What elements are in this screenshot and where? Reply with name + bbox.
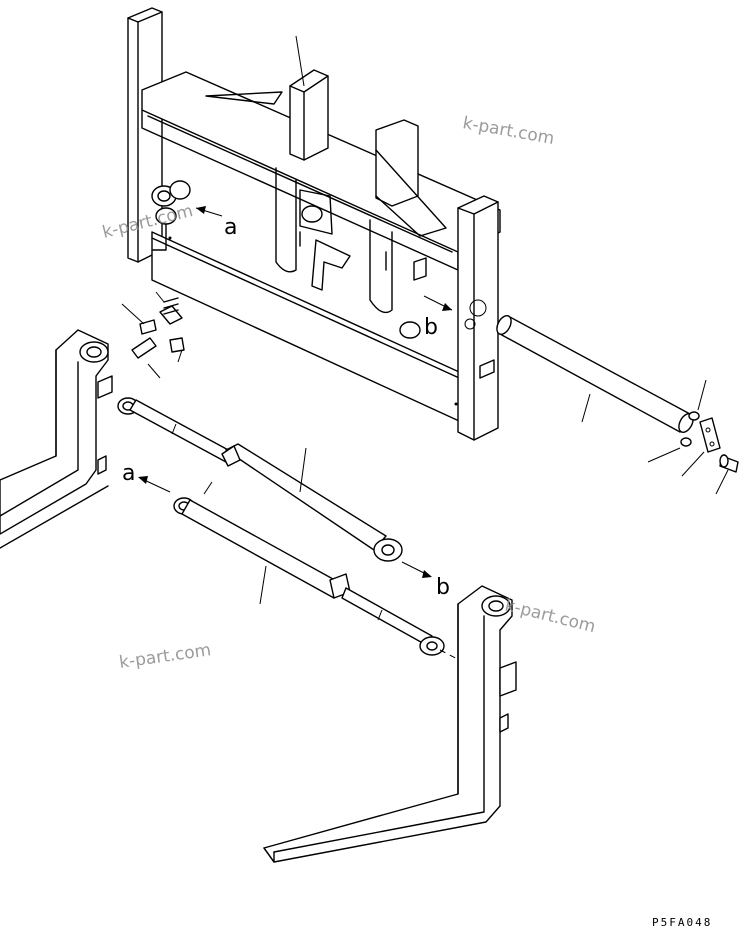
cylinder-lower bbox=[173, 481, 499, 681]
grease-fittings bbox=[121, 291, 185, 379]
watermark-1: k-part.com bbox=[461, 113, 556, 149]
carriage-frame bbox=[127, 7, 501, 441]
left-fork bbox=[0, 329, 113, 549]
callout-a-top: a bbox=[224, 215, 237, 240]
callout-a-bottom: a bbox=[122, 461, 135, 486]
right-fork bbox=[263, 585, 517, 863]
watermark-3: k-part.com bbox=[503, 595, 598, 637]
arrow-a-frame: a bbox=[195, 206, 237, 240]
callout-b-top: b bbox=[424, 315, 438, 340]
side-shaft bbox=[496, 315, 694, 433]
cylinder-upper bbox=[117, 397, 403, 562]
callout-b-bottom: b bbox=[436, 575, 450, 600]
arrow-b-cylinder: b bbox=[401, 561, 450, 600]
drawing-code: P5FA048 bbox=[652, 916, 712, 929]
arrow-a-cylinder: a bbox=[122, 461, 171, 493]
leader-line bbox=[295, 35, 305, 87]
watermark-4: k-part.com bbox=[118, 640, 212, 673]
shaft-hardware bbox=[647, 379, 739, 495]
arrow-b-frame: b bbox=[423, 295, 453, 340]
